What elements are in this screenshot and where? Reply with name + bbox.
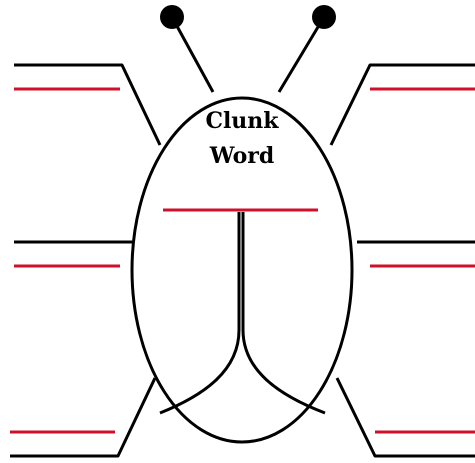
- left-antenna-knob: [160, 5, 184, 29]
- left-legs: [10, 65, 160, 456]
- right-leg-bottom: [337, 378, 475, 456]
- antennae: [160, 5, 336, 92]
- right-antenna: [279, 17, 324, 92]
- title-line-1: Clunk: [205, 108, 279, 134]
- title-line-2: Word: [209, 143, 275, 169]
- wing-seam-right: [243, 212, 325, 413]
- left-antenna: [172, 17, 213, 92]
- right-leg-top: [331, 65, 475, 145]
- right-antenna-knob: [312, 5, 336, 29]
- left-leg-top: [14, 65, 160, 145]
- left-leg-bottom: [10, 378, 155, 456]
- wing-seam: [160, 212, 239, 413]
